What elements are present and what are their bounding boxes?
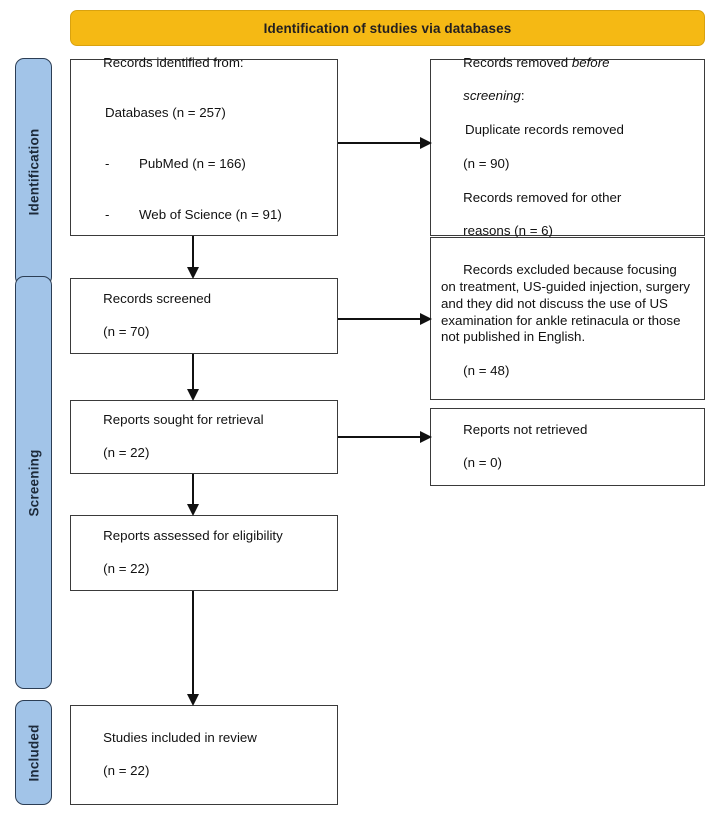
records-removed-line5: Records removed for other [463, 189, 622, 205]
records-identified-bullet2-label: Web of Science (n = 91) [139, 206, 282, 222]
box-records-identified-text: Records identified from: Databases (n = … [71, 38, 292, 257]
box-reports-sought-text: Reports sought for retrieval (n = 22) [71, 395, 274, 479]
stage-identification: Identification [15, 58, 52, 286]
records-identified-line1: Records identified from: [103, 54, 244, 70]
box-reports-not-retrieved: Reports not retrieved (n = 0) [430, 408, 705, 486]
studies-included-line2: (n = 22) [103, 763, 150, 779]
reports-sought-line2: (n = 22) [103, 445, 150, 461]
records-screened-line1: Records screened [103, 290, 212, 306]
box-records-identified: Records identified from: Databases (n = … [70, 55, 338, 236]
box-records-removed-text: Records removed before screening: Duplic… [431, 38, 634, 257]
records-excluded-line1: Records excluded because focusing on tre… [441, 261, 694, 345]
box-reports-not-retrieved-text: Reports not retrieved (n = 0) [431, 405, 597, 489]
box-records-screened: Records screened (n = 70) [70, 278, 338, 354]
banner-label: Identification of studies via databases [263, 20, 512, 36]
stage-screening: Screening [15, 276, 52, 689]
reports-sought-line1: Reports sought for retrieval [103, 411, 264, 427]
arrow-sought-to-not-retrieved [338, 429, 432, 445]
records-identified-bullet1-label: PubMed (n = 166) [139, 155, 246, 171]
bullet-dash-icon: - [105, 155, 110, 171]
box-records-excluded: Records excluded because focusing on tre… [430, 237, 705, 400]
stage-screening-label: Screening [26, 448, 41, 517]
records-removed-line2-italic: screening [463, 88, 521, 104]
box-studies-included-text: Studies included in review (n = 22) [71, 713, 267, 797]
arrow-identified-to-screened [185, 236, 201, 279]
box-records-excluded-text: Records excluded because focusing on tre… [431, 238, 704, 397]
stage-identification-label: Identification [26, 128, 41, 216]
reports-not-retrieved-line1: Reports not retrieved [463, 421, 588, 437]
arrow-identified-to-removed [338, 135, 432, 151]
box-reports-sought: Reports sought for retrieval (n = 22) [70, 400, 338, 474]
records-removed-line1: Records removed [463, 54, 572, 70]
stage-included-label: Included [26, 723, 41, 782]
bullet-dash-icon: - [105, 206, 110, 222]
box-records-screened-text: Records screened (n = 70) [71, 274, 221, 358]
banner-identification-via-databases: Identification of studies via databases [70, 10, 705, 46]
stage-included: Included [15, 700, 52, 805]
box-studies-included: Studies included in review (n = 22) [70, 705, 338, 805]
box-reports-assessed: Reports assessed for eligibility (n = 22… [70, 515, 338, 591]
box-records-removed: Records removed before screening: Duplic… [430, 55, 705, 238]
reports-not-retrieved-line2: (n = 0) [463, 455, 502, 471]
records-removed-line3: Duplicate records removed [465, 122, 624, 138]
records-identified-bullet2: - Web of Science (n = 91) [81, 207, 282, 224]
records-removed-line6: reasons (n = 6) [463, 223, 553, 239]
arrow-assessed-to-included [185, 591, 201, 706]
arrow-screened-to-sought [185, 354, 201, 401]
records-screened-line2: (n = 70) [103, 324, 150, 340]
records-removed-line4: (n = 90) [463, 155, 510, 171]
records-identified-line2: Databases (n = 257) [105, 105, 226, 121]
records-excluded-line2: (n = 48) [463, 363, 510, 379]
records-removed-line2-colon: : [520, 88, 525, 104]
arrow-sought-to-assessed [185, 474, 201, 516]
records-identified-bullet1: - PubMed (n = 166) [81, 156, 282, 173]
reports-assessed-line2: (n = 22) [103, 561, 150, 577]
box-reports-assessed-text: Reports assessed for eligibility (n = 22… [71, 511, 293, 595]
reports-assessed-line1: Reports assessed for eligibility [103, 527, 283, 543]
records-removed-line1-italic: before [571, 54, 610, 70]
arrow-screened-to-excluded [338, 311, 432, 327]
studies-included-line1: Studies included in review [103, 729, 257, 745]
